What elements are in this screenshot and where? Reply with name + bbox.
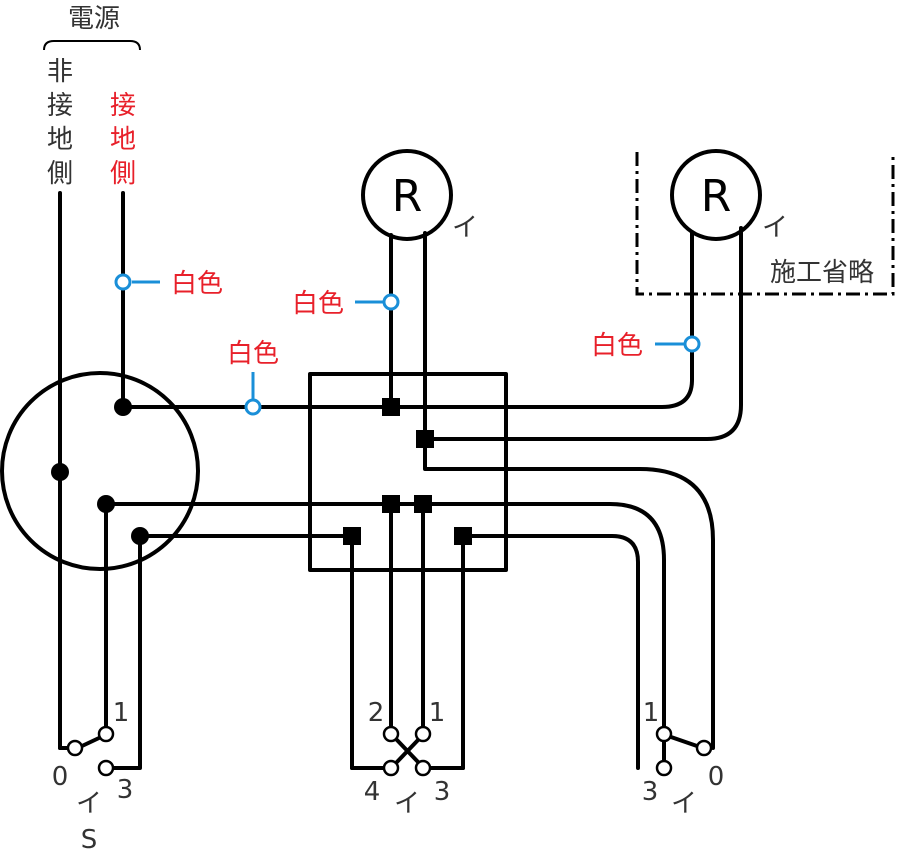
ungrounded-char-4: 側 (47, 159, 73, 189)
outlet-box (0, 371, 200, 571)
grounded-run-to-lamp-2 (121, 230, 694, 409)
left-switch-tag: イ (76, 789, 102, 819)
left-switch-label-1: 1 (113, 698, 130, 728)
left-switch-label-3: 3 (117, 775, 134, 805)
right-switch-label-1: 1 (643, 698, 660, 728)
white-marker-3 (382, 293, 400, 311)
four-way-label-3: 3 (434, 777, 451, 807)
ungrounded-char-1: 非 (47, 57, 73, 87)
four-way-terminal-1 (414, 725, 432, 743)
right-switch-terminal-1 (655, 725, 673, 743)
right-switch-label-0: 0 (708, 762, 725, 792)
white-label-3: 白色 (292, 289, 344, 319)
power-source-title: 電源 (68, 4, 120, 34)
lamp-2-circle (670, 149, 762, 241)
lamp-2-tag: イ (762, 213, 788, 243)
junction-node (343, 527, 361, 545)
right-traveler-lower (461, 534, 640, 770)
omitted-work-boundary (635, 152, 895, 296)
white-label-2: 白色 (227, 339, 279, 369)
left-switch-sub: S (81, 825, 98, 855)
grounded-char-3: 側 (110, 159, 136, 189)
junction-node (382, 398, 400, 416)
four-way-tag: イ (394, 789, 420, 819)
junction-node (454, 527, 472, 545)
junction-node (416, 430, 434, 448)
white-label-4: 白色 (591, 331, 643, 361)
right-switch-terminal-0 (695, 739, 713, 757)
power-source-brace (43, 40, 141, 51)
right-switch-label-3: 3 (642, 777, 659, 807)
lamp-2-switch-wire (423, 226, 743, 441)
white-marker-2 (244, 398, 262, 416)
lamp-2-symbol: R (701, 171, 732, 222)
four-way-terminal-4 (382, 759, 400, 777)
connection-dot (114, 398, 132, 416)
left-switch-terminal-3 (97, 759, 115, 777)
grounded-char-1: 接 (110, 91, 136, 121)
white-label-1: 白色 (171, 269, 223, 299)
four-way-label-4: 4 (364, 777, 381, 807)
left-switch-terminal-1 (97, 725, 115, 743)
connection-dot (51, 463, 69, 481)
right-switch-tag: イ (671, 789, 697, 819)
ungrounded-char-2: 接 (47, 91, 73, 121)
lamp-2-omitted-note: 施工省略 (770, 258, 874, 288)
connection-dot (97, 495, 115, 513)
junction-node (382, 495, 400, 513)
four-way-terminal-3 (414, 759, 432, 777)
left-switch-lever (80, 736, 101, 748)
left-switch-label-0: 0 (52, 762, 69, 792)
four-way-label-1: 1 (429, 698, 446, 728)
white-marker-1 (114, 273, 132, 291)
right-switch-lever (669, 735, 699, 748)
left-switch-t3-wire (106, 534, 142, 770)
right-switch-terminal-3 (655, 759, 673, 777)
connection-dot (131, 527, 149, 545)
lamp-1-circle (361, 149, 453, 241)
right-traveler-upper (421, 502, 666, 770)
white-marker-4 (683, 335, 701, 353)
ungrounded-char-3: 地 (47, 125, 73, 155)
junction-node (414, 495, 432, 513)
four-way-cross-b (394, 737, 421, 765)
lamp-1-switch-wire (423, 231, 715, 750)
junction-box (308, 372, 508, 572)
left-switch-terminal-0 (66, 739, 84, 757)
four-way-label-2: 2 (368, 698, 385, 728)
lamp-1-tag: イ (452, 213, 478, 243)
four-way-terminal-2 (382, 725, 400, 743)
lamp-1-symbol: R (392, 171, 423, 222)
grounded-char-2: 地 (110, 125, 136, 155)
